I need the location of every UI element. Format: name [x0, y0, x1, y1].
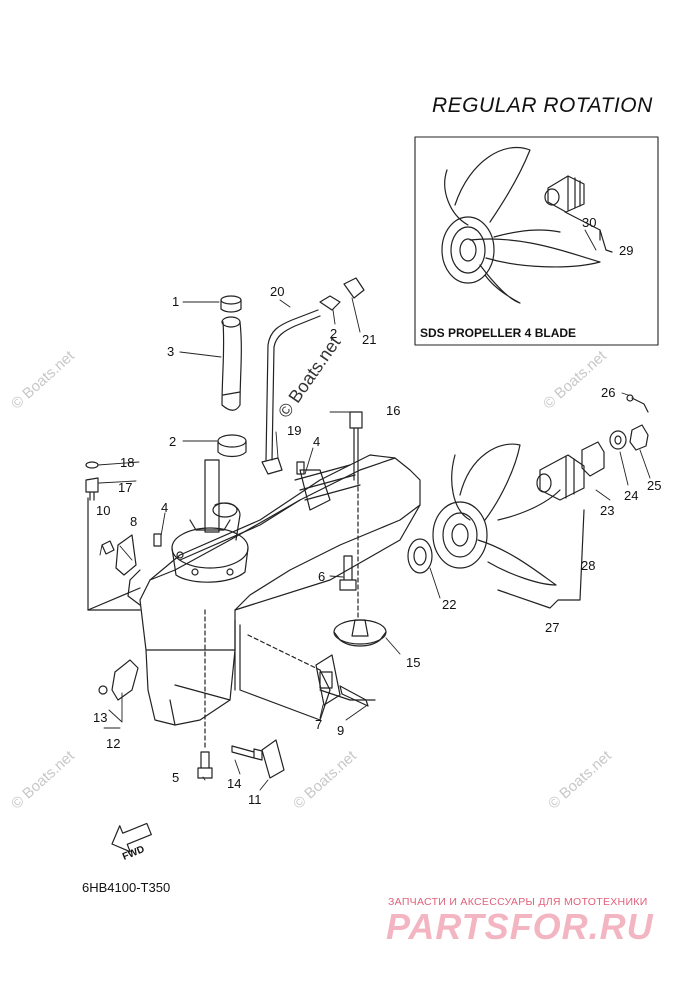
callout-12: 12 — [106, 736, 121, 751]
callout-25: 25 — [647, 478, 662, 493]
callout-1: 1 — [172, 294, 180, 309]
callout-21: 21 — [362, 332, 377, 347]
callout-27: 27 — [545, 620, 560, 635]
inset-title: SDS PROPELLER 4 BLADE — [420, 326, 577, 340]
diagram-code: 6HB4100-T350 — [82, 880, 171, 895]
inset-propeller-drawing — [441, 146, 613, 304]
callout-13: 13 — [93, 710, 108, 725]
callout-3: 3 — [167, 344, 175, 359]
callout-2: 2 — [169, 434, 177, 449]
callout-4b: 4 — [161, 500, 169, 515]
callout-6: 6 — [318, 569, 326, 584]
callout-19: 19 — [287, 423, 302, 438]
callout-9: 9 — [337, 723, 345, 738]
callout-23: 23 — [600, 503, 615, 518]
small-parts-drawing — [85, 277, 433, 779]
callout-14: 14 — [227, 776, 242, 791]
promo-subtitle: ЗАПЧАСТИ И АКСЕССУАРЫ ДЛЯ МОТОТЕХНИКИ — [388, 896, 648, 908]
callout-5: 5 — [172, 770, 180, 785]
callout-26: 26 — [601, 385, 616, 400]
page-title: REGULAR ROTATION — [432, 94, 653, 117]
callout-4a: 4 — [313, 434, 321, 449]
callout-8: 8 — [130, 514, 138, 529]
main-propeller-drawing — [432, 394, 649, 609]
lower-casing-drawing — [127, 454, 421, 726]
callout-22: 22 — [442, 597, 457, 612]
fwd-label: FWD — [121, 844, 146, 863]
callout-28: 28 — [581, 558, 596, 573]
leader-lines — [97, 229, 651, 791]
callout-30: 30 — [582, 215, 597, 230]
callout-17: 17 — [118, 480, 133, 495]
callout-16: 16 — [386, 403, 401, 418]
promo-brand: PARTSFOR.RU — [386, 906, 654, 947]
callout-29: 29 — [619, 243, 634, 258]
callout-15: 15 — [406, 655, 421, 670]
callout-7: 7 — [315, 717, 323, 732]
callout-11: 11 — [248, 792, 262, 807]
callout-18: 18 — [120, 455, 135, 470]
callout-24: 24 — [624, 488, 639, 503]
callout-2b: 2 — [330, 326, 338, 341]
callout-20: 20 — [270, 284, 285, 299]
fwd-arrow-icon — [111, 822, 152, 853]
callout-10: 10 — [96, 503, 111, 518]
inset-frame — [414, 136, 659, 346]
